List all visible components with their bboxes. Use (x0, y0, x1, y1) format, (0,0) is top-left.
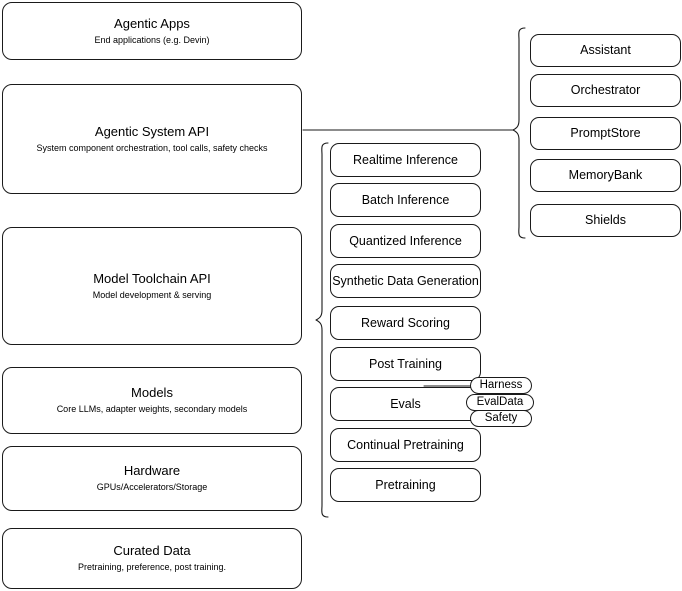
component-post-training[interactable]: Post Training (330, 347, 481, 381)
component-pretraining[interactable]: Pretraining (330, 468, 481, 502)
component-evals[interactable]: Evals (330, 387, 481, 421)
component-assistant[interactable]: Assistant (530, 34, 681, 67)
component-quantized-inference[interactable]: Quantized Inference (330, 224, 481, 258)
layer-curated-data[interactable]: Curated Data Pretraining, preference, po… (2, 528, 302, 589)
layer-subtitle: Core LLMs, adapter weights, secondary mo… (56, 404, 248, 414)
layer-title: Models (131, 385, 173, 400)
component-synthetic-data-generation[interactable]: Synthetic Data Generation (330, 264, 481, 298)
layer-title: Agentic Apps (114, 15, 190, 31)
component-label: Realtime Inference (353, 152, 458, 167)
component-label: PromptStore (570, 126, 641, 140)
layer-agentic-apps[interactable]: Agentic Apps End applications (e.g. Devi… (2, 2, 302, 60)
brace-system-components (512, 27, 526, 239)
component-label: Synthetic Data Generation (332, 273, 479, 288)
brace-toolchain-components (315, 142, 329, 518)
layer-subtitle: Pretraining, preference, post training. (77, 562, 227, 572)
layer-subtitle: Model development & serving (92, 289, 212, 300)
component-realtime-inference[interactable]: Realtime Inference (330, 143, 481, 177)
layer-subtitle: System component orchestration, tool cal… (36, 142, 268, 153)
component-label: Continual Pretraining (347, 437, 464, 452)
layer-models[interactable]: Models Core LLMs, adapter weights, secon… (2, 367, 302, 434)
layer-agentic-system-api[interactable]: Agentic System API System component orch… (2, 84, 302, 194)
component-label: Shields (585, 213, 626, 227)
component-orchestrator[interactable]: Orchestrator (530, 74, 681, 107)
component-label: Batch Inference (361, 192, 450, 207)
component-label: Pretraining (375, 477, 436, 492)
layer-title: Hardware (123, 463, 181, 478)
layer-hardware[interactable]: Hardware GPUs/Accelerators/Storage (2, 446, 302, 511)
component-continual-pretraining[interactable]: Continual Pretraining (330, 428, 481, 462)
eval-pill-harness[interactable]: Harness (470, 377, 532, 394)
component-label: Quantized Inference (349, 233, 462, 248)
component-label: Post Training (369, 356, 442, 371)
eval-pill-label: Safety (484, 412, 518, 424)
component-label: Orchestrator (570, 83, 641, 97)
component-reward-scoring[interactable]: Reward Scoring (330, 306, 481, 340)
layer-title: Model Toolchain API (93, 270, 211, 286)
component-label: Reward Scoring (361, 315, 450, 330)
component-label: MemoryBank (568, 168, 643, 182)
component-memorybank[interactable]: MemoryBank (530, 159, 681, 192)
layer-model-toolchain-api[interactable]: Model Toolchain API Model development & … (2, 227, 302, 345)
component-promptstore[interactable]: PromptStore (530, 117, 681, 150)
component-label: Assistant (580, 43, 631, 57)
layer-title: Agentic System API (94, 123, 210, 139)
layer-title: Curated Data (113, 543, 191, 558)
layer-subtitle: GPUs/Accelerators/Storage (96, 482, 208, 492)
eval-pill-evaldata[interactable]: EvalData (466, 394, 534, 411)
layer-subtitle: End applications (e.g. Devin) (94, 34, 210, 45)
eval-pill-label: Harness (479, 379, 523, 391)
component-batch-inference[interactable]: Batch Inference (330, 183, 481, 217)
component-shields[interactable]: Shields (530, 204, 681, 237)
eval-pill-label: EvalData (476, 396, 524, 408)
eval-pill-safety[interactable]: Safety (470, 410, 532, 427)
component-label: Evals (390, 396, 421, 411)
